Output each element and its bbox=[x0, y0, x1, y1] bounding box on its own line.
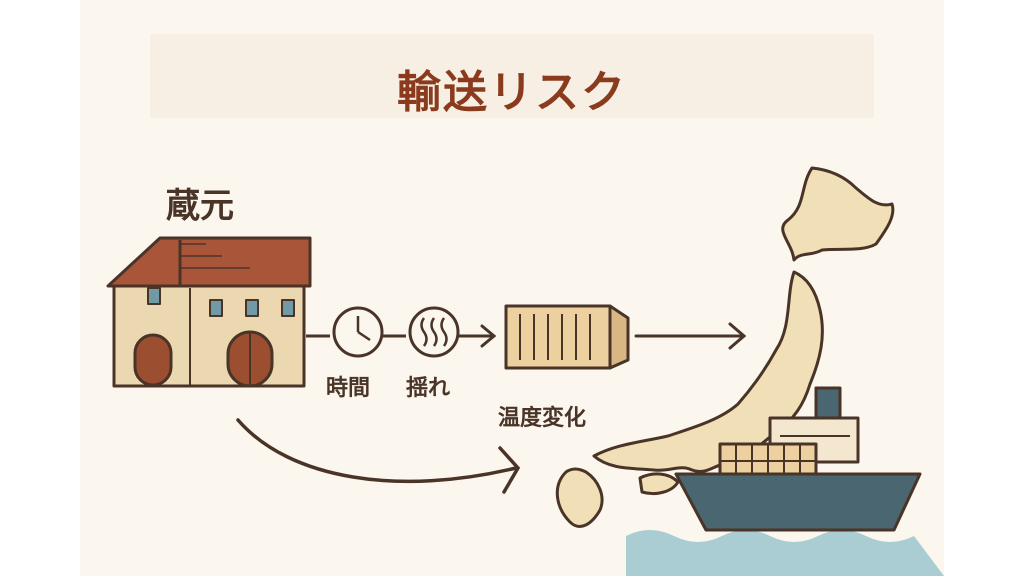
temperature-change-label: 温度変化 bbox=[498, 406, 587, 431]
time-label: 時間 bbox=[326, 376, 371, 401]
shake-label: 揺れ bbox=[406, 376, 451, 401]
diagram-canvas: 輸送リスク 蔵元 時間 揺れ 温度変化 bbox=[80, 0, 944, 576]
arrow-to-container bbox=[456, 324, 497, 348]
japan-map-icon bbox=[555, 166, 895, 528]
container-ship-icon bbox=[674, 386, 922, 532]
water bbox=[626, 530, 944, 576]
arrow-to-japan bbox=[634, 322, 747, 350]
brewery-building-icon bbox=[106, 236, 312, 388]
shipping-container-icon bbox=[504, 304, 630, 370]
vibration-icon bbox=[408, 306, 460, 358]
diagram-graphics bbox=[106, 34, 944, 576]
title-band bbox=[150, 34, 874, 118]
brewery-label: 蔵元 bbox=[166, 186, 234, 226]
curved-arrow bbox=[236, 418, 521, 494]
diagram-title: 輸送リスク bbox=[397, 67, 627, 118]
clock-icon bbox=[332, 306, 384, 358]
